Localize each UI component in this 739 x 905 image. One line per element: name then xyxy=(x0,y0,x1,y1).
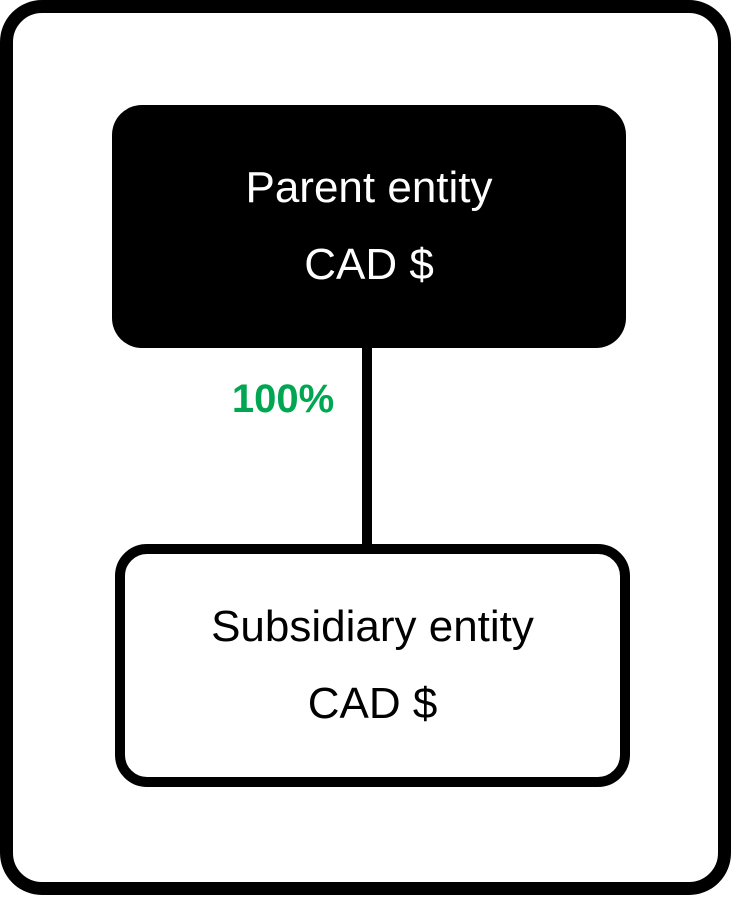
node-subsidiary-entity-currency: CAD $ xyxy=(307,678,438,728)
node-parent-entity[interactable]: Parent entity CAD $ xyxy=(112,105,626,348)
ownership-percentage-label: 100% xyxy=(231,377,335,421)
node-parent-entity-currency: CAD $ xyxy=(304,239,434,289)
node-subsidiary-entity-title: Subsidiary entity xyxy=(211,602,534,652)
node-parent-entity-title: Parent entity xyxy=(245,163,493,213)
node-subsidiary-entity[interactable]: Subsidiary entity CAD $ xyxy=(115,544,630,787)
connector-parent-to-subsidiary xyxy=(362,330,372,554)
